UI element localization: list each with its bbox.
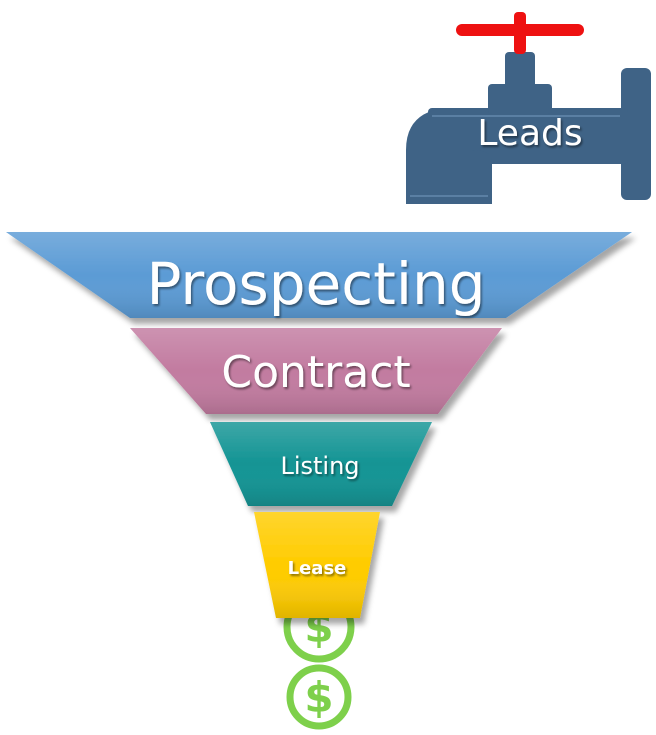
faucet-body	[428, 108, 628, 164]
stage-label-lease: Lease	[288, 558, 347, 579]
funnel-stage-lease	[254, 512, 380, 618]
dollar-icon: $	[304, 673, 333, 722]
stage-label-listing: Listing	[280, 452, 359, 480]
faucet-handle-stem	[514, 12, 526, 54]
funnel-stage-contract	[130, 328, 502, 414]
coin-ring	[286, 664, 352, 730]
stage-label-contract: Contract	[221, 347, 410, 398]
stage-label-prospecting: Prospecting	[146, 250, 485, 318]
coin-icon-2: $	[286, 664, 352, 730]
faucet-pipe	[621, 68, 651, 200]
faucet-icon: Leads	[406, 12, 651, 204]
faucet-neck	[488, 84, 552, 114]
funnel	[6, 232, 632, 618]
faucet-spout	[406, 108, 492, 204]
funnel-stage-listing	[210, 422, 432, 506]
faucet-knob	[505, 52, 535, 88]
faucet-label: Leads	[477, 113, 582, 154]
funnel-stage-prospecting	[6, 232, 632, 318]
